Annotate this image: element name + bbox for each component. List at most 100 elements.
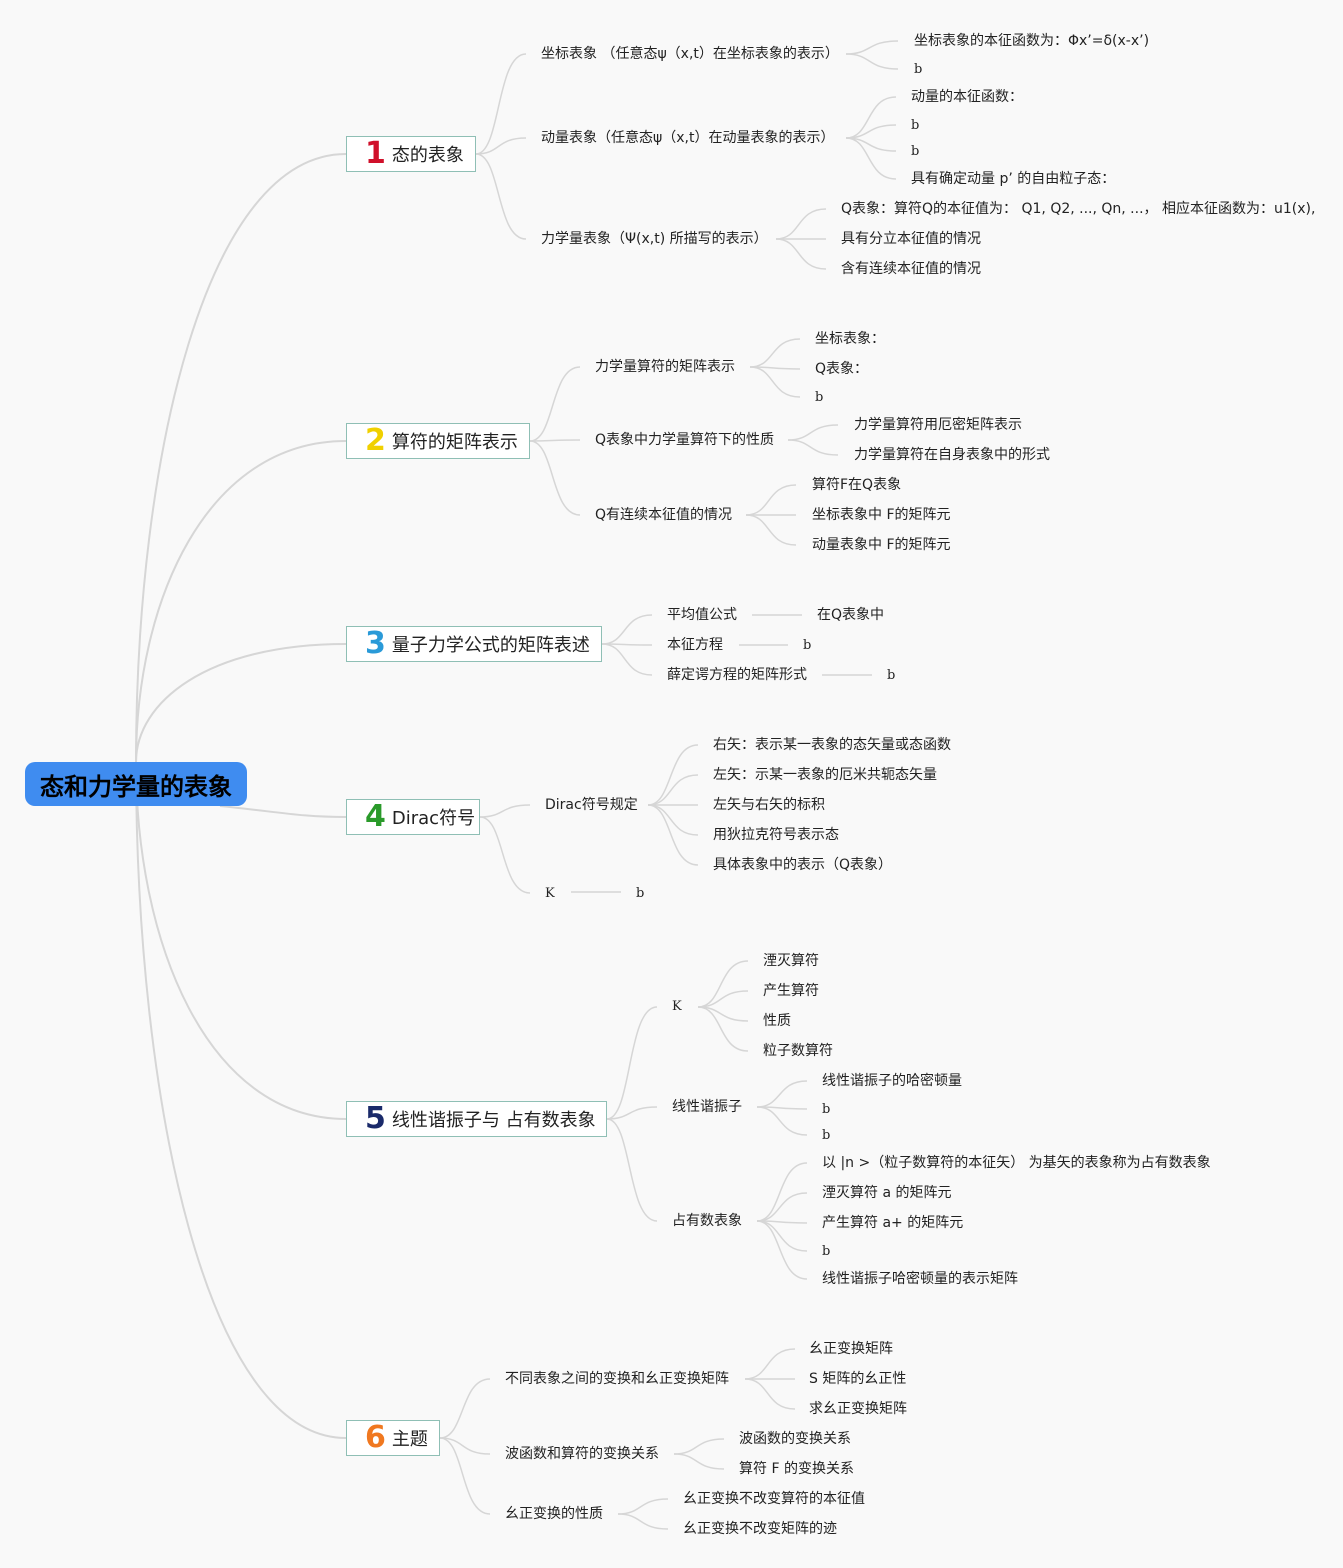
b6-eigenvalue-invariant[interactable]: 幺正变换不改变算符的本征值 [683, 1491, 865, 1507]
connector-line [475, 137, 527, 155]
b6-unitary-matrix[interactable]: 幺正变换矩阵 [809, 1341, 893, 1357]
b4-bra[interactable]: 左矢：示某一表象的厄米共轭态矢量 [713, 767, 937, 783]
branch-5-topic[interactable]: 5 线性谐振子与 占有数表象 [346, 1101, 607, 1137]
b6-transform[interactable]: 不同表象之间的变换和幺正变换矩阵 [505, 1371, 729, 1387]
connector-line [647, 744, 699, 806]
b6-wave-transform[interactable]: 波函数的变换关系 [739, 1431, 851, 1447]
b4-dirac-state[interactable]: 用狄拉克符号表示态 [713, 827, 839, 843]
b2-hermitian[interactable]: 力学量算符用厄密矩阵表示 [854, 417, 1022, 433]
b3-schrodinger[interactable]: 薛定谔方程的矩阵形式 [667, 667, 807, 683]
connector-line [787, 439, 839, 456]
connector-line [845, 40, 899, 55]
branch-3-topic[interactable]: 3 量子力学公式的矩阵表述 [346, 626, 602, 662]
b2-q-properties[interactable]: Q表象中力学量算符下的性质 [595, 432, 775, 448]
connector-line [219, 805, 347, 818]
b1-momentum-representation[interactable]: 动量表象（任意态ψ（x,t）在动量表象的表示） [541, 130, 835, 146]
b1-momentum-eigenfunction[interactable]: 动量的本征函数： [911, 89, 1023, 105]
connector-line [749, 338, 801, 368]
b4-dirac-rule[interactable]: Dirac符号规定 [545, 797, 638, 813]
b2-continuous[interactable]: Q有连续本征值的情况 [595, 507, 733, 523]
b3-in-q[interactable]: 在Q表象中 [817, 607, 885, 623]
b2-own-representation[interactable]: 力学量算符在自身表象中的形式 [854, 447, 1050, 463]
b6-wave-operator[interactable]: 波函数和算符的变换关系 [505, 1446, 659, 1462]
b5-number-operator[interactable]: 粒子数算符 [763, 1043, 833, 1059]
connector-line [744, 1348, 796, 1380]
b3-average-formula[interactable]: 平均值公式 [667, 607, 737, 623]
b6-unitary-properties[interactable]: 幺正变换的性质 [505, 1506, 603, 1522]
b1-coordinate-eigenfunction[interactable]: 坐标表象的本征函数为：Φx’=δ(x-x’) [914, 33, 1150, 49]
b4-k-b[interactable]: b [636, 886, 645, 901]
branch-4-topic[interactable]: 4 Dirac符号 [346, 799, 480, 835]
b2-operator-matrix[interactable]: 力学量算符的矩阵表示 [595, 359, 735, 375]
b5-occupation[interactable]: 占有数表象 [672, 1213, 742, 1229]
connector-line [439, 1437, 491, 1455]
connector-line [135, 153, 347, 763]
b5-oscillator[interactable]: 线性谐振子 [672, 1099, 742, 1115]
b1-momentum-b2[interactable]: b [911, 144, 920, 159]
connector-line [845, 53, 899, 70]
b1-coordinate-b[interactable]: b [914, 62, 923, 77]
connector-line [135, 761, 347, 1120]
b5-occupation-def[interactable]: 以 |n >（粒子数算符的本征矢） 为基矢的表象称为占有数表象 [822, 1155, 1211, 1171]
b6-trace-invariant[interactable]: 幺正变换不改变矩阵的迹 [683, 1521, 837, 1537]
b6-find-unitary[interactable]: 求幺正变换矩阵 [809, 1401, 907, 1417]
b1-free-particle[interactable]: 具有确定动量 p’ 的自由粒子态： [911, 171, 1116, 187]
connector-line [845, 137, 897, 180]
b2-q-representation[interactable]: Q表象： [815, 361, 869, 377]
connector-line [439, 1437, 491, 1515]
b3-eigen-equation[interactable]: 本征方程 [667, 637, 723, 653]
connector-line [606, 1106, 658, 1120]
b5-k[interactable]: K [672, 999, 682, 1014]
connector-line [475, 53, 527, 155]
branch-2-label: 算符的矩阵表示 [391, 432, 518, 453]
b4-q-representation[interactable]: 具体表象中的表示（Q表象） [713, 857, 893, 873]
connector-line [617, 1513, 669, 1530]
root-topic[interactable]: 态和力学量的表象 [25, 762, 247, 806]
b3-eigen-b[interactable]: b [803, 638, 812, 653]
b6-s-unitary[interactable]: S 矩阵的幺正性 [809, 1371, 907, 1387]
connector-line [775, 208, 827, 240]
b1-continuous-eigenvalues[interactable]: 含有连续本征值的情况 [841, 261, 981, 277]
branch-6-topic[interactable]: 6 主题 [346, 1420, 440, 1456]
b4-scalar-product[interactable]: 左矢与右矢的标积 [713, 797, 825, 813]
b5-hamiltonian-matrix[interactable]: 线性谐振子哈密顿量的表示矩阵 [822, 1271, 1018, 1287]
b5-hamiltonian[interactable]: 线性谐振子的哈密顿量 [822, 1073, 962, 1089]
b5-osc-b2[interactable]: b [822, 1128, 831, 1143]
b5-osc-b1[interactable]: b [822, 1102, 831, 1117]
connector-line [756, 1162, 808, 1222]
branch-1-topic[interactable]: 1 态的表象 [346, 136, 476, 172]
connector-line [475, 153, 527, 240]
b4-ket[interactable]: 右矢：表示某一表象的态矢量或态函数 [713, 737, 951, 753]
connector-line [749, 366, 801, 398]
b5-a-plus-matrix[interactable]: 产生算符 a+ 的矩阵元 [822, 1215, 964, 1231]
b1-discrete-eigenvalues[interactable]: 具有分立本征值的情况 [841, 231, 981, 247]
b1-coordinate-representation[interactable]: 坐标表象 （任意态ψ（x,t）在坐标表象的表示） [541, 46, 839, 62]
connector-line [529, 439, 581, 442]
number-3-icon: 3 [365, 626, 386, 661]
branch-2-topic[interactable]: 2 算符的矩阵表示 [346, 423, 530, 459]
b5-occ-b[interactable]: b [822, 1244, 831, 1259]
b5-properties[interactable]: 性质 [763, 1013, 791, 1029]
number-2-icon: 2 [365, 423, 386, 458]
branch-3-label: 量子力学公式的矩阵表述 [391, 635, 590, 656]
b6-f-transform[interactable]: 算符 F 的变换关系 [739, 1461, 854, 1477]
b2-operator-f-q[interactable]: 算符F在Q表象 [812, 477, 902, 493]
b1-mechanical-representation[interactable]: 力学量表象（Ψ(x,t) 所描写的表示） [541, 231, 768, 247]
connector-line [697, 990, 749, 1008]
connector-line [135, 761, 347, 1439]
connector-line [606, 1118, 658, 1222]
connector-line [745, 484, 797, 516]
b1-q-representation[interactable]: Q表象：算符Q的本征值为： Q1, Q2, ..., Qn, ...， 相应本征… [841, 201, 1316, 217]
connector-line [479, 804, 531, 818]
b3-schrodinger-b[interactable]: b [887, 668, 896, 683]
connector-line [617, 1498, 669, 1515]
b2-b[interactable]: b [815, 390, 824, 405]
b5-annihilation[interactable]: 湮灭算符 [763, 953, 819, 969]
b2-coordinate-f[interactable]: 坐标表象中 F的矩阵元 [812, 507, 951, 523]
b5-creation[interactable]: 产生算符 [763, 983, 819, 999]
b1-momentum-b1[interactable]: b [911, 118, 920, 133]
b2-momentum-f[interactable]: 动量表象中 F的矩阵元 [812, 537, 951, 553]
b4-k[interactable]: K [545, 886, 555, 901]
b5-a-matrix[interactable]: 湮灭算符 a 的矩阵元 [822, 1185, 952, 1201]
b2-coordinate[interactable]: 坐标表象： [815, 331, 885, 347]
